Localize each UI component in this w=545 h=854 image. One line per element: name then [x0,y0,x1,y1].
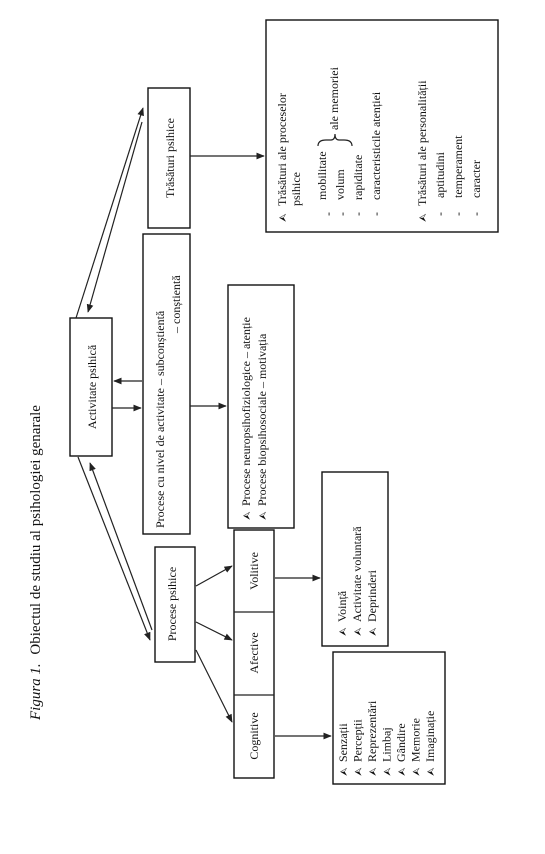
arrow-procese-to-activitate [89,462,153,631]
procese-nivel-label-group: Procese cu nivel de activitate – subconș… [153,275,183,528]
traits-box [265,19,499,233]
bullet-icon: ⮙ [338,627,349,636]
personality-heading: Trăsături ale personalității [415,80,429,206]
processes-heading-line1: Trăsături ale proceselor [275,93,289,206]
bullet-icon: ⮙ [368,767,379,776]
afective-label: Afective [247,632,261,673]
bullet-icon: ⮙ [339,767,350,776]
dash: - [451,212,465,216]
procese-psihice-label-group: Procese psihice [165,567,179,641]
process-trait-item: volum [333,169,347,200]
volitive-label: Volitive [247,552,261,590]
dash: - [321,212,335,216]
brace-icon [317,133,353,147]
cognitive-list: ⮙ Senzații ⮙ Percepții ⮙ Reprezentări ⮙ … [336,700,437,776]
dash: - [351,212,365,216]
memory-brace-label: ale memoriei [327,66,341,130]
dash: - [469,212,483,216]
dash: - [369,212,383,216]
neuro-processes-box [227,284,295,529]
neuro-item: Procese biopsihosociale – motivația [255,333,269,506]
cognitive-item: Reprezentări [365,700,379,762]
volitive-list: ⮙ Voință ⮙ Activitate voluntară ⮙ Deprin… [335,526,379,636]
volitive-item: Deprinderi [365,569,379,622]
volitive-item: Voință [335,590,349,622]
personality-trait-item: caracter [469,160,483,198]
process-trait-item: mobilitate [315,151,329,200]
arrow-procese-to-volitive [195,565,233,587]
bullet-icon: ⮙ [242,511,253,520]
process-trait-item: caracteristicile atenției [369,91,383,200]
bullet-icon: ⮙ [353,627,364,636]
volitive-item: Activitate voluntară [350,526,364,622]
types-box [233,529,275,779]
cognitive-item: Imaginație [423,711,437,762]
arrow-activitate-to-trasaturi [75,107,144,319]
arrow-procese-to-afective [195,621,233,641]
trasaturi-psihice-label-group: Trăsături psihice [163,118,177,198]
procese-psihice-box [154,546,196,663]
procese-nivel-box [142,233,191,535]
bullet-icon: ⮙ [258,511,269,520]
bullet-icon: ⮙ [383,767,394,776]
bullet-icon: ⮙ [397,767,408,776]
figure-title: Obiectul de studiu al psihologiei genara… [28,405,44,655]
bullet-icon: ⮙ [354,767,365,776]
bullet-icon: ⮙ [412,767,423,776]
arrow-activitate-to-procese [77,456,151,641]
svg-text:Figura 1. Obiectul de st: Figura 1. Obiectul de studiu al psiholog… [28,405,44,721]
cognitive-item: Limbaj [380,727,394,762]
cognitive-label-group: Cognitive [247,712,261,759]
bullet-icon: ⮙ [278,213,289,222]
personality-trait-item: temperament [451,135,465,198]
neuro-item: Procese neuropsihofiziologice – atenție [239,317,253,506]
dash: - [433,212,447,216]
cognitive-list-box [332,651,446,785]
procese-nivel-line2: – conștientă [169,275,183,334]
traits-content: ⮙ Trăsături ale proceselor psihice - mob… [275,66,483,222]
trasaturi-psihice-box [147,87,191,229]
cognitive-item: Gândire [394,723,408,762]
cognitive-item: Memorie [409,718,423,762]
activitate-psihica-label-group: Activitate psihică [85,344,99,429]
neuro-list: ⮙ Procese neuropsihofiziologice – atenți… [239,317,269,520]
procese-nivel-line1: Procese cu nivel de activitate – subconș… [153,310,167,528]
volitive-list-box [321,471,389,647]
activitate-psihica-box [69,317,113,457]
volitive-label-group: Volitive [247,552,261,590]
bullet-icon: ⮙ [368,627,379,636]
personality-trait-item: aptitudini [433,151,447,198]
process-trait-item: rapiditate [351,155,365,200]
processes-heading-line2: psihice [289,172,303,206]
trasaturi-psihice-label: Trăsături psihice [163,118,177,198]
arrow-procese-to-cognitive [195,649,233,723]
arrow-trasaturi-to-activitate [86,121,143,313]
cognitive-item: Percepții [351,719,365,762]
bullet-icon: ⮙ [426,767,437,776]
figure-caption: Figura 1. Obiectul de studiu al psiholog… [28,405,44,721]
figure-label: Figura 1. [28,663,44,721]
procese-psihice-label: Procese psihice [165,567,179,641]
bullet-icon: ⮙ [418,213,429,222]
activitate-psihica-label: Activitate psihică [85,344,99,429]
cognitive-label: Cognitive [247,712,261,759]
cognitive-item: Senzații [336,723,350,762]
afective-label-group: Afective [247,632,261,673]
dash: - [335,212,349,216]
